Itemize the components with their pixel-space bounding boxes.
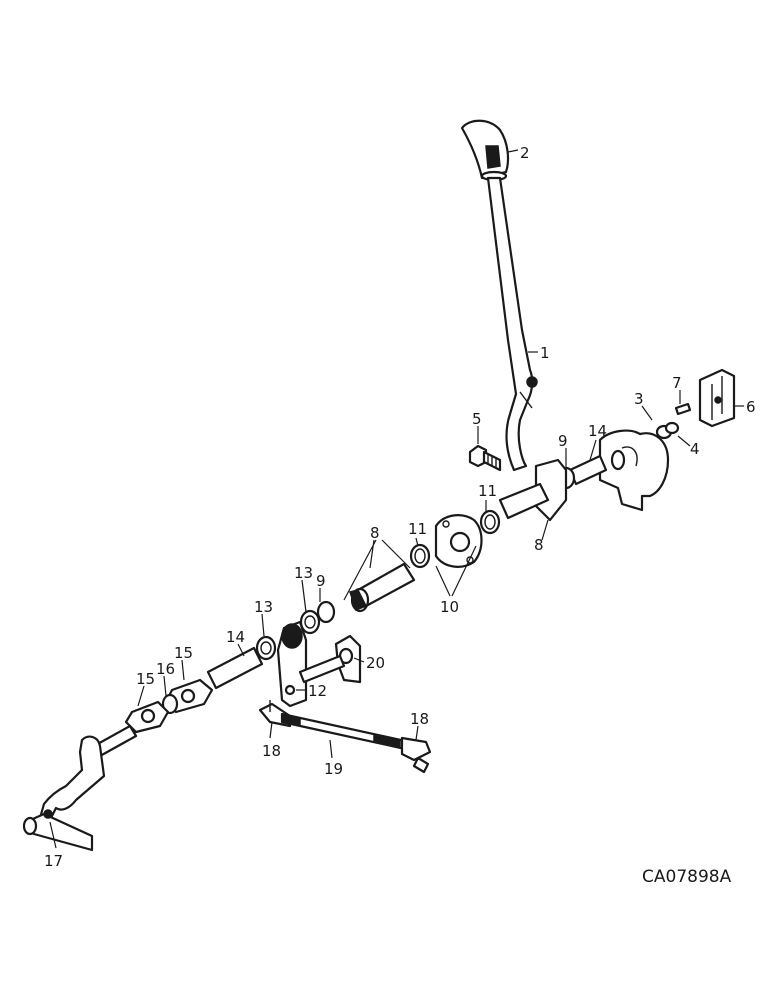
ring-lower [316, 600, 336, 624]
yoke [698, 368, 736, 428]
callout-10: 10 [440, 598, 459, 616]
callout-18-right: 18 [410, 710, 429, 728]
callout-1: 1 [540, 344, 550, 362]
callout-9-right: 9 [558, 432, 568, 450]
callout-11-left: 11 [408, 520, 427, 538]
bolt [468, 444, 502, 472]
rod-end-right [400, 736, 432, 774]
callout-4: 4 [690, 440, 700, 458]
callout-14-lower: 14 [226, 628, 245, 646]
callout-15-right: 15 [174, 644, 193, 662]
threaded-rod [280, 712, 412, 752]
callout-2: 2 [520, 144, 530, 162]
callout-19: 19 [324, 760, 343, 778]
callout-3: 3 [634, 390, 644, 408]
callout-6: 6 [746, 398, 756, 416]
shift-selector [598, 429, 670, 512]
leader-lines [49, 149, 744, 849]
splined-shaft [349, 562, 416, 613]
callout-13-lower: 13 [254, 598, 273, 616]
roll-pin [655, 421, 680, 440]
bushing-right [479, 509, 501, 535]
shaft-lower [206, 646, 264, 690]
shift-arm-upper [498, 458, 568, 522]
shift-arm-lower [276, 620, 308, 708]
callout-labels: 2 1 3 4 5 6 7 8 8 9 9 10 11 11 12 13 13 … [44, 144, 756, 870]
callout-7: 7 [672, 374, 682, 392]
callout-14-upper: 14 [588, 422, 607, 440]
callout-12: 12 [308, 682, 327, 700]
callout-8-upper: 8 [370, 524, 380, 542]
callout-17: 17 [44, 852, 63, 870]
crank-lever [22, 724, 138, 852]
callout-16: 16 [156, 660, 175, 678]
figure-code: CA07898A [642, 867, 732, 887]
flange-housing [434, 514, 483, 568]
callout-5: 5 [472, 410, 482, 428]
callout-13-upper: 13 [294, 564, 313, 582]
callout-15-left: 15 [136, 670, 155, 688]
washer-lower [255, 635, 277, 661]
callout-11-right: 11 [478, 482, 497, 500]
callout-8-lower: 8 [534, 536, 544, 554]
bracket [298, 634, 362, 684]
callout-20: 20 [366, 654, 385, 672]
lever-knob [460, 119, 510, 182]
callout-18-left: 18 [262, 742, 281, 760]
pin [674, 402, 692, 416]
bushing-left [409, 543, 431, 569]
shift-lever [486, 176, 538, 472]
flange-left [124, 700, 170, 734]
washer-small [161, 693, 179, 715]
callout-9-left: 9 [316, 572, 326, 590]
